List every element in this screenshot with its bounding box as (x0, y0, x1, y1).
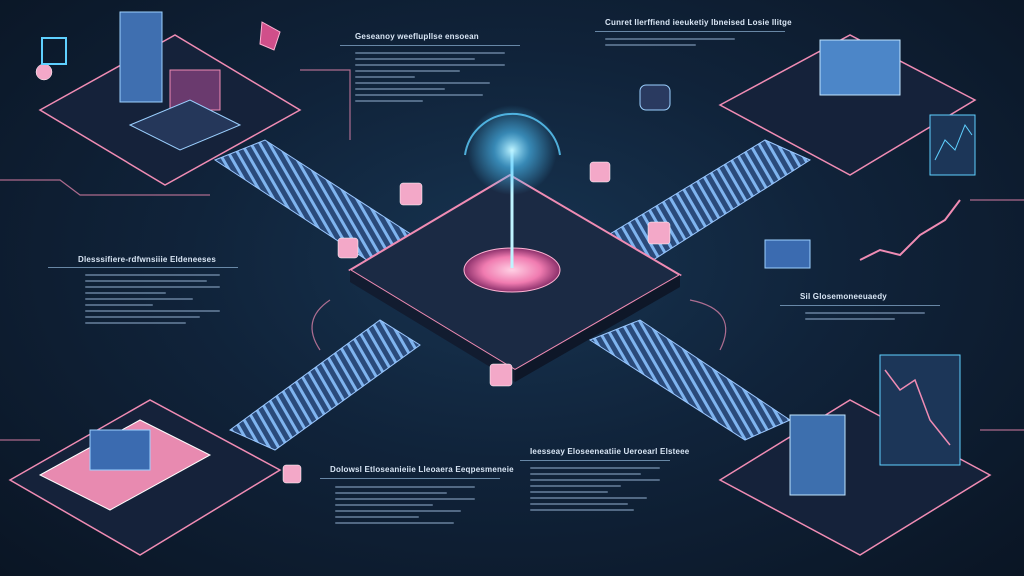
keyboard-icon (128, 99, 242, 151)
device-box-icon (764, 239, 811, 269)
wiring (0, 69, 1024, 441)
line-chart-icon (859, 199, 961, 261)
panel-text-lines (85, 270, 220, 328)
panel-text-lines (530, 463, 660, 515)
bridges (213, 139, 812, 451)
panel-text-lines (805, 308, 925, 324)
lock-icon (41, 37, 67, 65)
panel-heading-bottom-center: Dolowsl Etloseanieiie Lleoaera Eeqpesmen… (330, 465, 514, 474)
divider (520, 460, 670, 461)
divider (595, 31, 785, 32)
panel-text-lines (605, 34, 735, 50)
panel-heading-right: Sil Glosemoneeuaedy (800, 292, 887, 301)
panel-text-lines (355, 48, 505, 106)
panel-text-lines (335, 482, 475, 528)
divider (340, 45, 520, 46)
connector-nodes (35, 63, 671, 484)
divider (48, 267, 238, 268)
document-screen-icon (789, 414, 846, 496)
shield-icon (259, 21, 281, 51)
chip-icon (89, 429, 151, 471)
panel-heading-bottom-right: Ieesseay Eloseeneatiie Ueroearl Elsteee (530, 447, 690, 456)
panel-heading-top-right: Cunret Ilerffiend ieeuketiy Ibneised Los… (605, 18, 792, 27)
devices (38, 11, 976, 511)
router-icon (639, 84, 671, 111)
chart-screen-icon (929, 114, 976, 176)
central-platform (348, 105, 682, 382)
divider (780, 305, 940, 306)
panel-heading-top-center: Geseanoy weeflupllse ensoean (355, 32, 479, 41)
divider (320, 478, 500, 479)
panel-heading-left: Dlesssifiere-rdfwnsiiie Eldeneeses (78, 255, 216, 264)
server-tower-icon (119, 11, 163, 103)
desktop-monitor-icon (819, 39, 901, 96)
tablet-icon (879, 354, 961, 466)
